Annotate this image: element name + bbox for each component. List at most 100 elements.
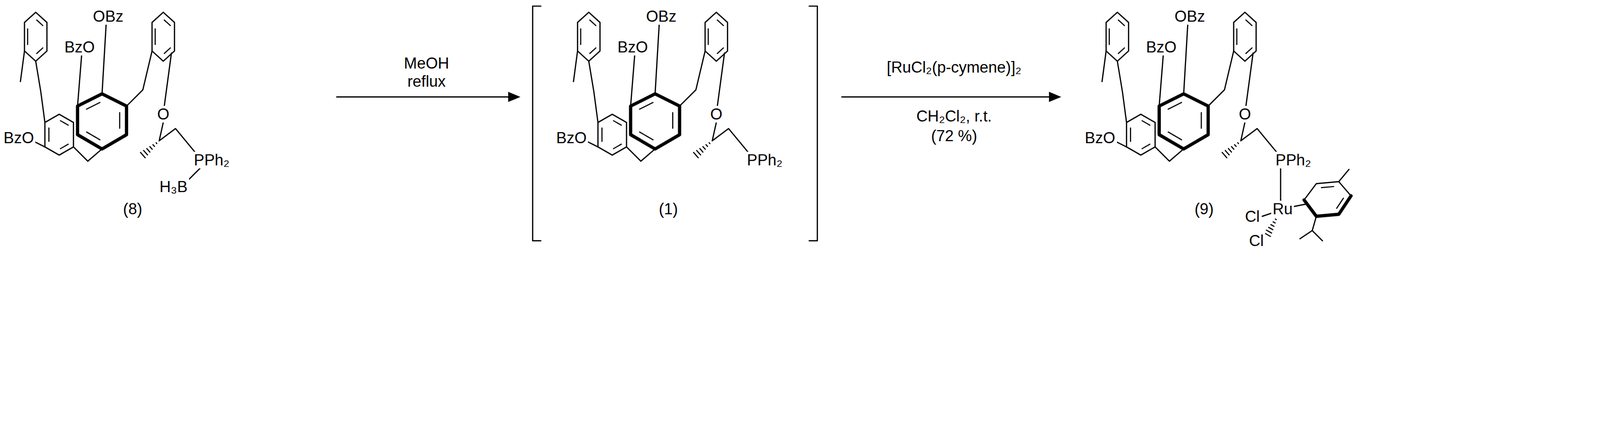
bond-line xyxy=(35,61,45,123)
double-bond-line xyxy=(1142,120,1151,126)
double-bond-line xyxy=(1321,186,1334,188)
condition-label: reflux xyxy=(405,73,448,90)
hashed-bond xyxy=(149,146,153,150)
bond-line xyxy=(77,54,82,106)
bond-line xyxy=(1338,169,1349,182)
atom-label: BzO xyxy=(615,38,649,56)
atom-label: BzO xyxy=(63,38,97,56)
bond-line xyxy=(1155,146,1184,161)
bond-line xyxy=(1312,230,1323,241)
double-bond-line xyxy=(589,47,597,54)
hashed-bond xyxy=(140,152,146,158)
hashed-bond xyxy=(146,148,150,153)
double-bond-line xyxy=(1246,47,1253,54)
double-bond-line xyxy=(154,28,156,45)
atom-label: Cl xyxy=(1247,232,1266,250)
hashed-bond xyxy=(1222,152,1227,158)
atom-label: O xyxy=(1237,105,1253,123)
atom-label: PPh₂ xyxy=(192,151,231,169)
double-bond-line xyxy=(60,144,69,149)
atom-label: BzO xyxy=(2,129,36,147)
bond-line xyxy=(630,54,635,106)
bond-line xyxy=(717,52,725,106)
hashed-bond xyxy=(1273,221,1276,223)
atom-label: BzO xyxy=(1144,38,1178,56)
double-bond-line xyxy=(1118,20,1125,26)
bond-line xyxy=(159,122,196,153)
atom-label: BzO xyxy=(554,129,588,147)
double-bond-line xyxy=(1130,128,1132,142)
double-bond-line xyxy=(1118,47,1125,54)
hashed-bond xyxy=(1228,148,1232,153)
bond-line xyxy=(1117,61,1127,123)
double-bond-line xyxy=(1200,112,1202,129)
hashed-bond xyxy=(1266,229,1272,233)
double-bond-line xyxy=(717,47,724,54)
atom-label: OBz xyxy=(1172,8,1207,25)
bond-line xyxy=(712,122,748,153)
bond-line xyxy=(126,50,153,106)
bond-line xyxy=(73,146,103,161)
arrow-head xyxy=(508,91,521,102)
atom-label: O xyxy=(708,105,725,123)
double-bond-line xyxy=(1108,28,1110,45)
double-bond-line xyxy=(639,132,654,141)
double-bond-line xyxy=(672,112,674,129)
hashed-bond xyxy=(699,148,703,153)
double-bond-line xyxy=(48,128,50,142)
bond-line xyxy=(679,50,706,106)
atom-label: Cl xyxy=(1243,208,1262,225)
hashed-bond xyxy=(1225,150,1230,155)
double-bond-line xyxy=(36,47,43,54)
atom-label: PPh₂ xyxy=(1273,151,1313,169)
hashed-bond xyxy=(693,152,698,158)
bond-line xyxy=(1279,168,1281,202)
double-bond-line xyxy=(1168,102,1182,109)
bond-line xyxy=(20,50,25,82)
bond-line xyxy=(588,61,599,123)
hashed-bond xyxy=(702,146,706,150)
calixarene-structure xyxy=(20,12,200,181)
double-bond-line xyxy=(707,28,709,45)
benzene-ring xyxy=(1126,114,1156,156)
benzene-ring xyxy=(577,12,601,62)
atom-label: OBz xyxy=(644,8,678,25)
reagent-label: MeOH xyxy=(402,54,451,72)
double-bond-line xyxy=(86,132,101,141)
double-bond-line xyxy=(1336,198,1344,209)
double-bond-line xyxy=(60,120,69,126)
benzene-ring xyxy=(24,12,48,62)
benzene-ring xyxy=(598,114,627,156)
double-bond-line xyxy=(717,20,724,26)
bracket xyxy=(809,6,818,241)
reaction-arrow xyxy=(336,96,513,98)
double-bond-line xyxy=(1168,132,1182,141)
compound-number: (8) xyxy=(121,200,144,218)
hashed-bond xyxy=(705,144,708,147)
reaction-arrow xyxy=(841,96,1053,98)
hashed-bond xyxy=(1275,219,1277,220)
hashed-bond xyxy=(1270,224,1274,226)
bond-line xyxy=(1246,52,1254,106)
compound-number: (9) xyxy=(1193,200,1216,218)
hashed-bond xyxy=(696,150,701,155)
bond-line xyxy=(1240,122,1277,153)
reaction-arrows xyxy=(336,6,1062,241)
calixarene-structure xyxy=(1101,12,1351,241)
atom-label: H₃B xyxy=(157,178,190,196)
bond-line xyxy=(1299,216,1317,240)
bond-line xyxy=(1208,50,1234,106)
atom-label: OBz xyxy=(91,8,125,25)
double-bond-line xyxy=(601,128,603,142)
bond-line xyxy=(1101,50,1106,82)
cymene-ring-bold xyxy=(1304,196,1351,217)
atom-label: BzO xyxy=(1083,129,1117,147)
bond-line xyxy=(573,50,578,82)
double-bond-line xyxy=(589,20,597,26)
double-bond-line xyxy=(1246,20,1253,26)
bond-line xyxy=(164,52,172,106)
calixarene-structure xyxy=(573,12,748,161)
hashed-bond xyxy=(156,142,158,144)
